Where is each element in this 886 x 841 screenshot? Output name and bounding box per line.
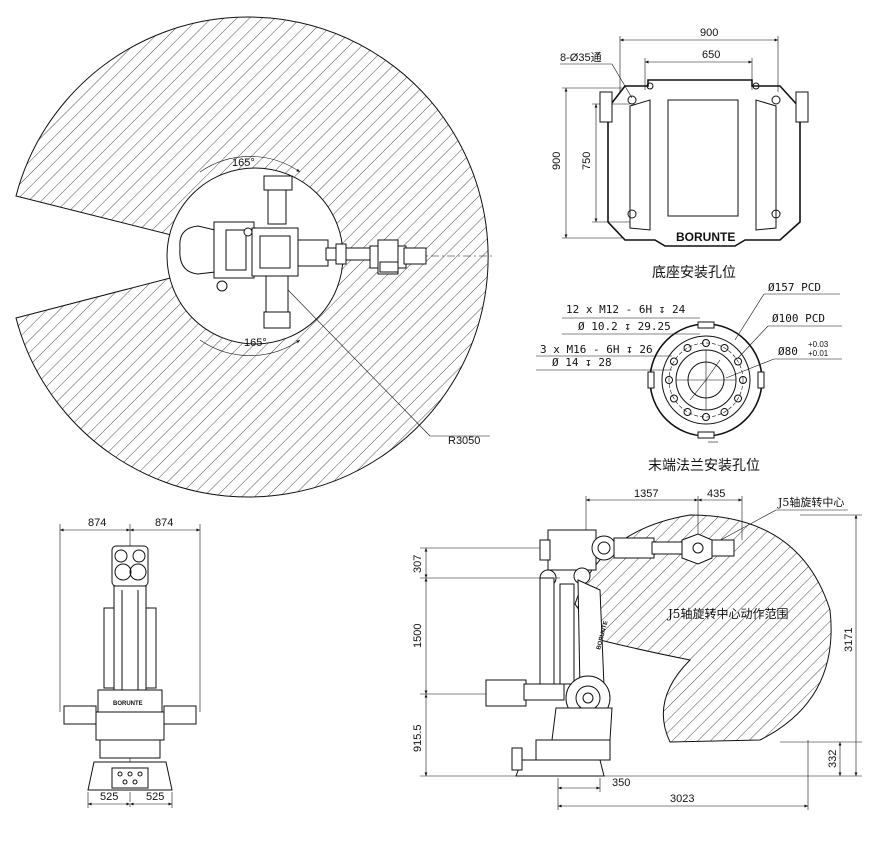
hole-spec-label: 8-Ø35通	[560, 51, 602, 64]
front-brand-label: BORUNTE	[113, 701, 143, 707]
dim-base-right: 525	[146, 791, 164, 803]
top-view: 165° 165° R3050	[15, 16, 495, 498]
robot-top-view	[179, 175, 427, 329]
flange-tol-lower: +0.01	[808, 349, 829, 358]
j5-center-label: J5轴旋转中心	[777, 495, 844, 509]
base-plate: BORUNTE	[599, 79, 809, 247]
robot-front-view: BORUNTE	[63, 540, 197, 810]
angle-label-upper: 165°	[232, 157, 255, 169]
dim-3023: 3023	[670, 793, 694, 805]
flange-bore: Ø80	[778, 345, 798, 358]
flange-mount-caption: 末端法兰安装孔位	[648, 458, 760, 474]
dim-front-left: 874	[88, 517, 106, 529]
base-brand-label: BORUNTE	[676, 230, 735, 244]
front-view: 874 874 BORUNTE	[59, 517, 201, 810]
dim-350: 350	[612, 777, 630, 789]
flange-bolt-hole	[720, 408, 729, 417]
dim-1357: 1357	[634, 488, 658, 500]
flange-bolt-hole	[669, 394, 678, 403]
dim-307: 307	[412, 555, 424, 573]
flange-bolt-hole	[739, 376, 747, 384]
side-view: J5轴旋转中心动作范围 1357 435 J5轴旋转中心 307 1500 91…	[412, 488, 862, 810]
base-mount-view: 900 650 8-Ø35通 900 750 BORUNTE	[551, 27, 809, 281]
flange-bolt-hole	[683, 343, 692, 352]
angle-label-lower: 165°	[244, 337, 267, 349]
dim-base-height-inner: 750	[581, 152, 593, 170]
flange-bolt-hole	[702, 413, 710, 421]
flange-bolt-hole	[665, 376, 673, 384]
flange-spec-line4: Ø 14 ↧ 28	[552, 356, 612, 369]
flange-bolt-hole	[683, 408, 692, 417]
flange-bolt-hole	[702, 339, 710, 347]
j5-workspace-area	[574, 514, 832, 743]
radius-label: R3050	[448, 435, 480, 447]
flange-spec-line2: Ø 10.2 ↧ 29.25	[578, 320, 671, 333]
dim-3171: 3171	[843, 628, 855, 652]
flange-spec-line1: 12 x M12 - 6H ↧ 24	[566, 303, 686, 316]
dim-base-height-outer: 900	[551, 152, 563, 170]
flange-pcd-outer: Ø157 PCD	[768, 281, 821, 294]
dim-915: 915.5	[412, 724, 424, 752]
flange-pcd-inner: Ø100 PCD	[772, 312, 825, 325]
j5-workspace-label: J5轴旋转中心动作范围	[666, 606, 788, 621]
flange-bolt-hole	[669, 357, 678, 366]
dim-base-width-outer: 900	[700, 27, 718, 39]
base-mount-caption: 底座安装孔位	[652, 265, 736, 281]
flange-tol-upper: +0.03	[808, 340, 829, 349]
flange-bolt-hole	[734, 394, 743, 403]
dim-base-left: 525	[100, 791, 118, 803]
dim-base-width-inner: 650	[702, 49, 720, 61]
flange-spec-line3: 3 x M16 - 6H ↧ 26	[540, 343, 653, 356]
dim-front-right: 874	[155, 517, 173, 529]
dim-1500: 1500	[412, 624, 424, 648]
dim-332: 332	[827, 750, 839, 768]
dim-435: 435	[707, 488, 725, 500]
robot-side-view: BORUNTE	[485, 529, 735, 777]
flange-mount-view: 12 x M12 - 6H ↧ 24 Ø 10.2 ↧ 29.25 3 x M1…	[536, 281, 842, 474]
flange-bolt-hole	[720, 343, 729, 352]
flange-drawing	[647, 321, 765, 443]
